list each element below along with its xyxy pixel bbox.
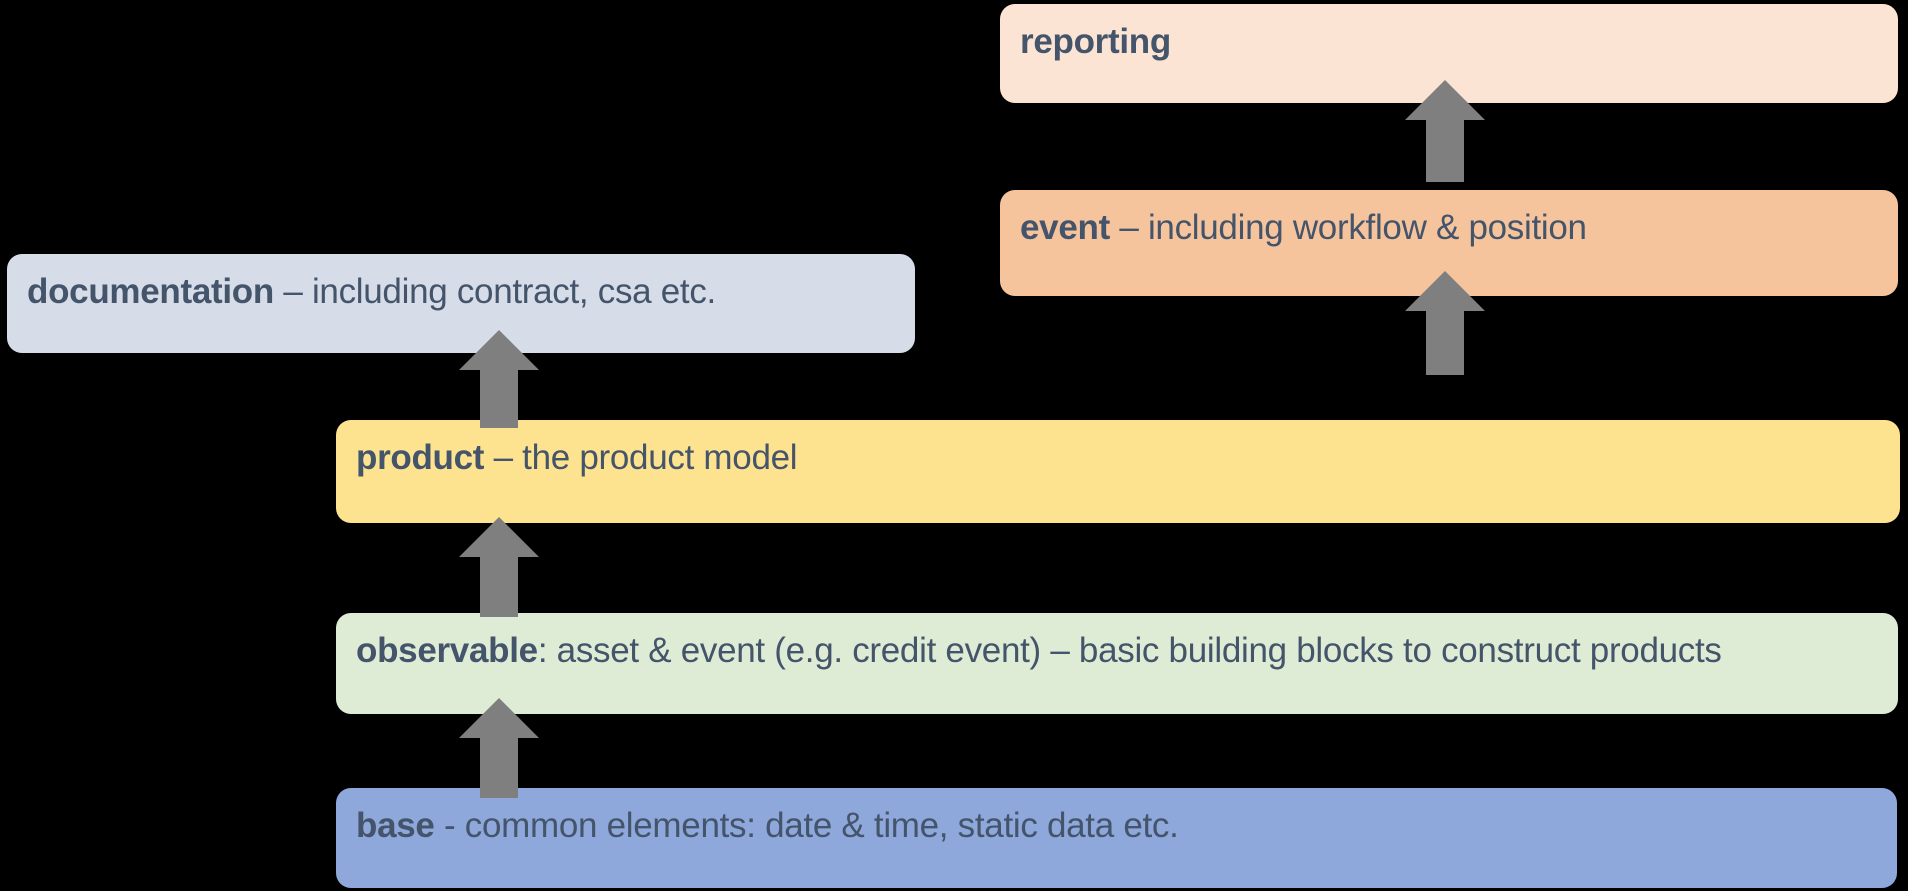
product-description: – the product model xyxy=(484,438,798,477)
up-arrow-icon xyxy=(459,698,539,798)
arrow-observable-to-product xyxy=(459,517,539,617)
product-keyword: product xyxy=(356,438,485,477)
documentation-label: documentation – including contract, csa … xyxy=(27,269,895,315)
product-box: product – the product model xyxy=(336,420,1900,523)
up-arrow-icon xyxy=(459,330,539,428)
documentation-box: documentation – including contract, csa … xyxy=(7,254,915,353)
base-description: - common elements: date & time, static d… xyxy=(434,806,1179,845)
event-keyword: event xyxy=(1020,208,1110,247)
documentation-description: – including contract, csa etc. xyxy=(273,272,716,311)
up-arrow-icon xyxy=(1405,271,1485,375)
event-box: event – including workflow & position xyxy=(1000,190,1898,296)
base-label: base - common elements: date & time, sta… xyxy=(356,803,1877,849)
documentation-keyword: documentation xyxy=(27,272,274,311)
arrow-event-to-reporting xyxy=(1405,80,1485,182)
base-keyword: base xyxy=(356,806,435,845)
reporting-label: reporting xyxy=(1020,19,1878,65)
observable-box: observable: asset & event (e.g. credit e… xyxy=(336,613,1898,714)
up-arrow-icon xyxy=(1405,80,1485,182)
reporting-keyword: reporting xyxy=(1020,22,1171,61)
observable-keyword: observable xyxy=(356,631,538,670)
event-description: – including workflow & position xyxy=(1109,208,1587,247)
up-arrow-icon xyxy=(459,517,539,617)
product-label: product – the product model xyxy=(356,435,1880,481)
event-label: event – including workflow & position xyxy=(1020,205,1878,251)
observable-description: : asset & event (e.g. credit event) – ba… xyxy=(537,631,1722,670)
arrow-product-to-documentation xyxy=(459,330,539,428)
base-box: base - common elements: date & time, sta… xyxy=(336,788,1897,888)
observable-label: observable: asset & event (e.g. credit e… xyxy=(356,628,1878,674)
arrow-product-to-event xyxy=(1405,271,1485,375)
arrow-base-to-observable xyxy=(459,698,539,798)
